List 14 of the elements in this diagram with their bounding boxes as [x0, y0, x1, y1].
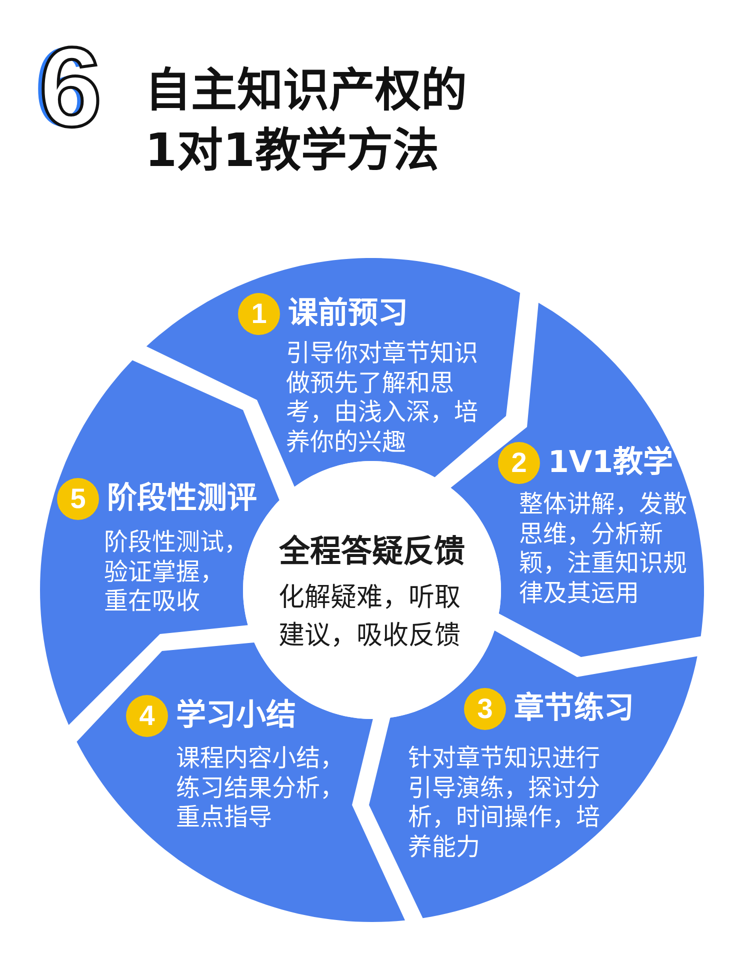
section-number: 6	[39, 31, 102, 144]
segment-heading: 1V1教学	[548, 445, 673, 481]
title: 自主知识产权的1对1教学方法	[145, 62, 468, 179]
segment-heading: 课前预习	[288, 296, 408, 332]
center-description: 化解疑难，听取建议，吸收反馈	[278, 582, 462, 653]
segment-description: 引导你对章节知识做预先了解和思考，由浅入深，培养你的兴趣	[286, 339, 479, 458]
segment-heading: 学习小结	[176, 698, 296, 734]
segment-description: 针对章节知识进行引导演练，探讨分析，时间操作，培养能力	[408, 744, 601, 862]
segment-description: 阶段性测试，验证掌握，重在吸收	[104, 528, 249, 617]
segment-heading: 阶段性测评	[107, 481, 257, 517]
segment-heading: 章节练习	[514, 691, 634, 727]
segment-description: 整体讲解，发散思维，分析新颖，注重知识规律及其运用	[519, 490, 688, 608]
segment-description: 课程内容小结，练习结果分析，重点指导	[176, 744, 345, 833]
center-heading: 全程答疑反馈	[278, 533, 466, 571]
